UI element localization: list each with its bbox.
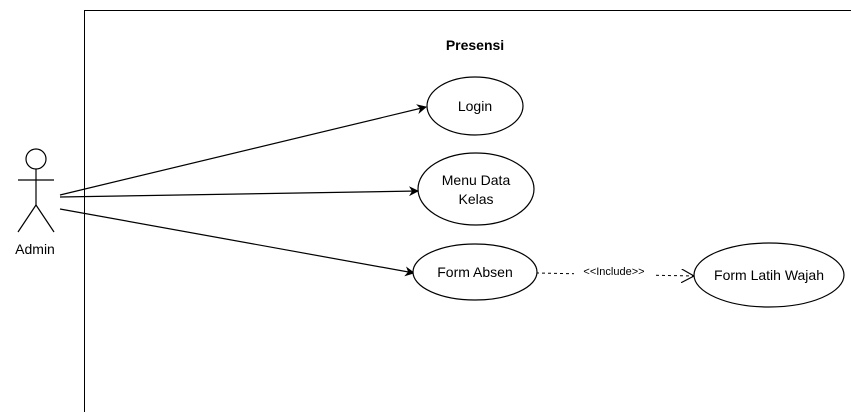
usecase-menu-data-kelas-label-line1: Menu Data <box>442 172 511 188</box>
association-form-absen[interactable] <box>59 208 415 277</box>
include-label-bg <box>574 264 654 278</box>
actor-left-leg <box>17 204 37 233</box>
association-login[interactable] <box>59 104 427 196</box>
usecase-form-absen-label: Form Absen <box>437 264 512 280</box>
include-label: <<Include>> <box>583 266 644 278</box>
usecase-login[interactable]: Login <box>426 76 524 136</box>
usecase-form-latih-wajah[interactable]: Form Latih Wajah <box>693 242 845 308</box>
usecase-form-absen[interactable]: Form Absen <box>412 243 538 301</box>
association-menu-data-kelas[interactable] <box>59 186 419 198</box>
actor-label: Admin <box>15 241 55 257</box>
actor-right-leg <box>35 204 55 233</box>
usecase-menu-data-kelas-label-line2: Kelas <box>458 191 493 207</box>
actor-head <box>25 148 47 170</box>
system-title: Presensi <box>446 37 504 53</box>
usecase-form-latih-wajah-label: Form Latih Wajah <box>714 267 824 283</box>
actor-admin[interactable]: Admin <box>15 148 55 257</box>
usecase-login-label: Login <box>458 98 492 114</box>
usecase-menu-data-kelas[interactable]: Menu Data Kelas <box>417 152 535 226</box>
